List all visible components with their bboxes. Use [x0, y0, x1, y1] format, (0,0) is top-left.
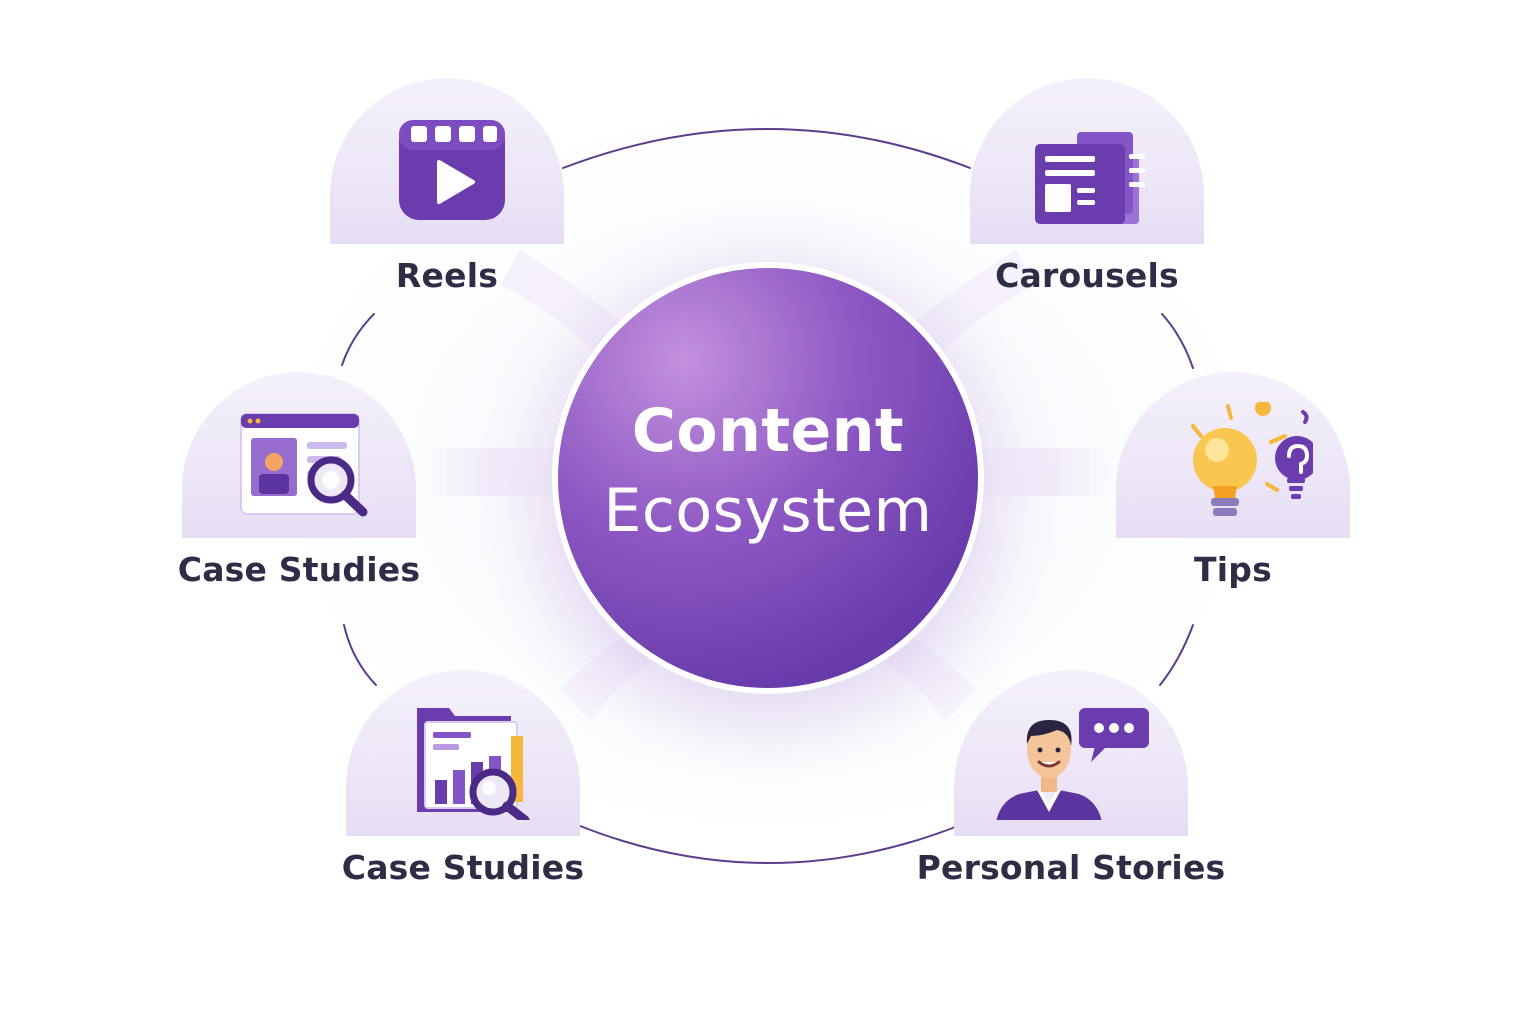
node-bubble — [1116, 372, 1350, 538]
node-case-studies-profile[interactable]: Case Studies — [174, 372, 424, 602]
node-reels[interactable]: Reels — [322, 78, 572, 308]
node-bubble — [330, 78, 564, 244]
node-label-tips: Tips — [1194, 550, 1272, 589]
node-label-case-studies-left: Case Studies — [177, 550, 421, 589]
node-tips[interactable]: Tips — [1108, 372, 1358, 602]
node-carousels[interactable]: Carousels — [962, 78, 1212, 308]
node-bubble — [970, 78, 1204, 244]
lightbulb-idea-icon — [1191, 402, 1313, 516]
node-label-carousels: Carousels — [995, 256, 1179, 295]
node-case-studies-chart[interactable]: Case Studies — [338, 670, 588, 900]
person-speech-bubble-icon — [996, 708, 1149, 820]
node-label-reels: Reels — [395, 256, 499, 295]
chart-folder-magnifier-icon — [417, 708, 530, 820]
node-bubble — [954, 670, 1188, 836]
ring-arcs — [341, 128, 1194, 864]
stacked-slides-icon — [1035, 132, 1145, 224]
hub-title-line-1: Content — [631, 396, 905, 466]
node-personal-stories[interactable]: Personal Stories — [917, 670, 1225, 900]
video-clapper-play-icon — [399, 120, 505, 220]
hub-circle: Content Ecosystem — [558, 268, 978, 688]
node-label-case-studies-bottom: Case Studies — [341, 848, 585, 887]
node-label-personal-stories: Personal Stories — [916, 848, 1226, 887]
hub-title-line-2: Ecosystem — [603, 476, 933, 546]
profile-magnifier-icon — [240, 413, 368, 517]
node-bubble — [346, 670, 580, 836]
node-bubble — [182, 372, 416, 538]
